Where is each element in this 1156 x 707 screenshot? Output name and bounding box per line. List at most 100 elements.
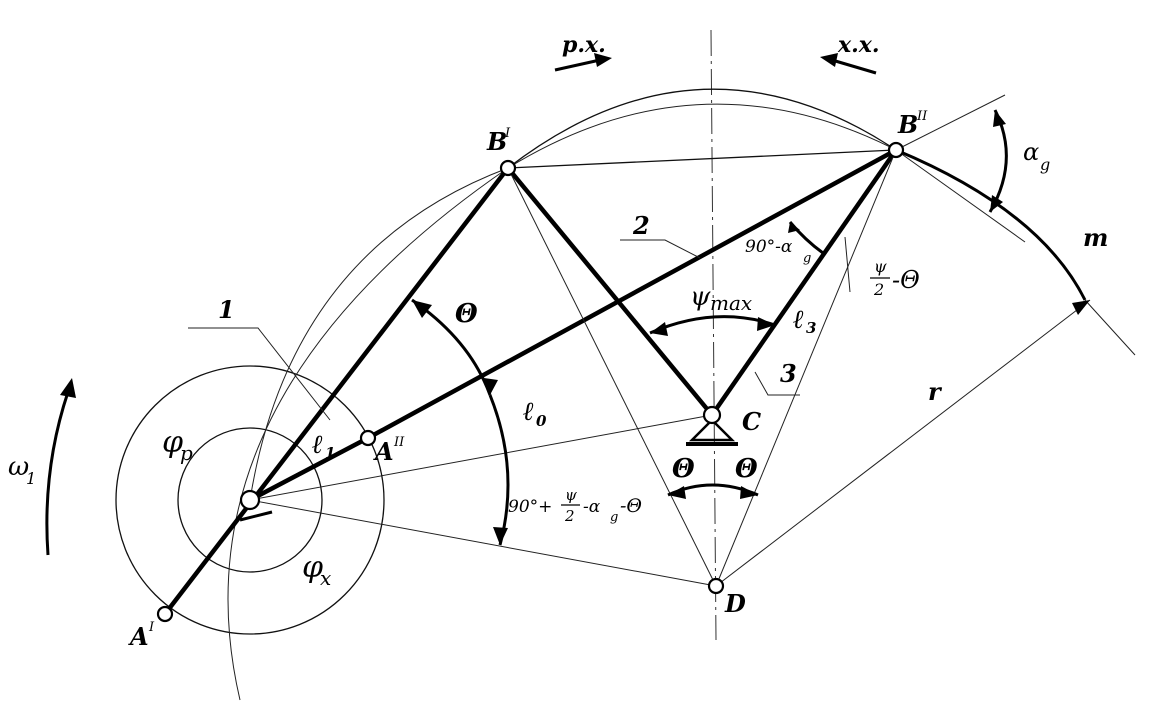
- crank-circle-inner: [177, 427, 323, 573]
- omega1-arrow-head: [60, 378, 76, 398]
- rocker-C-B1: [506, 166, 714, 417]
- label-big-angle-a: 90°+: [508, 497, 552, 517]
- label-l1: ℓ: [312, 430, 323, 460]
- label-l1-sub: 1: [325, 444, 335, 462]
- label-phi-x: φ: [302, 550, 323, 585]
- label-alpha-g-sub: g: [1040, 155, 1050, 174]
- link-2-coupler: [366, 148, 898, 440]
- pivot-C-support: [688, 418, 736, 442]
- label-A2-mark: II: [393, 435, 405, 450]
- label-C: C: [742, 407, 761, 436]
- label-90-alpha: 90°-α: [745, 237, 793, 257]
- label-l0-sub: 0: [536, 412, 547, 430]
- xx-arrow-head: [820, 53, 838, 67]
- arc-B-locus: [507, 88, 897, 169]
- curve-m: [895, 148, 1087, 301]
- px-arrow-head: [594, 53, 612, 67]
- alpha-arrow-top: [993, 110, 1006, 127]
- psi-arrow-right: [757, 317, 775, 331]
- label-big-angle-sub: g: [610, 510, 618, 525]
- label-psi-half-num: ψ: [874, 257, 887, 276]
- tangent-line: [895, 94, 1006, 151]
- alpha-arrow-bottom: [990, 195, 1003, 212]
- label-link-2: 2: [632, 211, 650, 240]
- label-theta-right: Θ: [735, 454, 758, 484]
- label-px: p.x.: [562, 32, 606, 58]
- label-link-1: 1: [218, 295, 235, 324]
- line-B2-D: [715, 149, 897, 587]
- label-B1-mark: I: [504, 126, 511, 141]
- r-arrow-head: [1072, 300, 1090, 315]
- label-B1: B: [486, 127, 507, 156]
- label-psi-half-rest: -Θ: [892, 266, 920, 294]
- label-l0: ℓ: [523, 397, 534, 427]
- crank-circle-outer: [115, 365, 385, 635]
- theta-D-arrow-right: [740, 486, 758, 499]
- label-A1-mark: I: [148, 620, 155, 635]
- theta-arrow-bottom: [484, 378, 498, 395]
- label-psi-half-den: 2: [873, 280, 884, 299]
- joint-A2: [359, 429, 377, 447]
- label-phi-p-sub: p: [180, 441, 193, 465]
- chord-B1-B2: [507, 149, 897, 169]
- label-D: D: [724, 589, 746, 618]
- joint-B2: [887, 141, 905, 159]
- label-psi-max-sub: max: [710, 291, 752, 315]
- line-O-C: [249, 414, 713, 501]
- label-theta-top: Θ: [455, 299, 478, 329]
- label-big-angle-c: -Θ: [620, 495, 642, 517]
- label-omega1: ω: [8, 452, 29, 482]
- label-r: r: [928, 377, 943, 406]
- leader-3: [754, 371, 800, 396]
- big-angle-arrow: [493, 527, 508, 545]
- psi-max-arc: [649, 315, 776, 335]
- label-m: m: [1083, 223, 1108, 252]
- joint-B1: [499, 159, 517, 177]
- label-big-angle-den: 2: [564, 507, 575, 525]
- pivot-O-ground: [239, 510, 273, 522]
- label-theta-left: Θ: [672, 454, 695, 484]
- label-l3: ℓ: [793, 305, 804, 335]
- joint-D: [707, 577, 725, 595]
- label-alpha-g: α: [1023, 138, 1039, 166]
- vertical-axis: [710, 29, 717, 641]
- theta-arrow-top: [412, 300, 432, 318]
- label-big-angle-num: ψ: [565, 486, 577, 504]
- label-psi-max: ψ: [690, 282, 711, 312]
- joint-O: [239, 489, 261, 511]
- rocker-C-B2: [710, 148, 898, 417]
- big-angle-arc: [488, 394, 510, 546]
- label-link-3: 3: [780, 359, 797, 388]
- label-l3-sub: 3: [806, 319, 816, 337]
- radius-r: [715, 299, 1091, 587]
- label-phi-p: φ: [162, 425, 183, 460]
- label-A1: A: [128, 622, 149, 651]
- px-arrow-line: [554, 58, 601, 72]
- leader-2: [620, 239, 701, 259]
- label-phi-x-sub: x: [320, 566, 331, 590]
- theta-D-arrow-left: [668, 486, 686, 499]
- label-B2-mark: II: [916, 109, 928, 124]
- label-90-alpha-sub: g: [803, 251, 811, 266]
- arc-left-outer: [227, 167, 509, 701]
- omega1-arc: [45, 391, 70, 556]
- line-B1-D: [507, 167, 717, 587]
- curve-m-tail: [1084, 299, 1136, 356]
- leader-psi-theta: [844, 236, 851, 293]
- label-B2: B: [897, 110, 918, 139]
- arc-B-inner: [507, 103, 897, 169]
- arc-left: [249, 167, 509, 501]
- xx-arrow-line: [831, 58, 877, 75]
- joint-C: [702, 405, 722, 425]
- joint-A1: [156, 605, 174, 623]
- angle-90-arrow: [788, 222, 800, 233]
- line-O-D: [249, 499, 717, 587]
- link-2-extension: [248, 436, 370, 502]
- link-A1-B1: [163, 166, 510, 616]
- label-xx: x.x.: [837, 32, 880, 58]
- label-A2: A: [373, 437, 394, 466]
- psi-arrow-left: [650, 322, 668, 336]
- label-big-angle-b: -α: [583, 497, 601, 517]
- tangent-line-2: [895, 149, 1026, 243]
